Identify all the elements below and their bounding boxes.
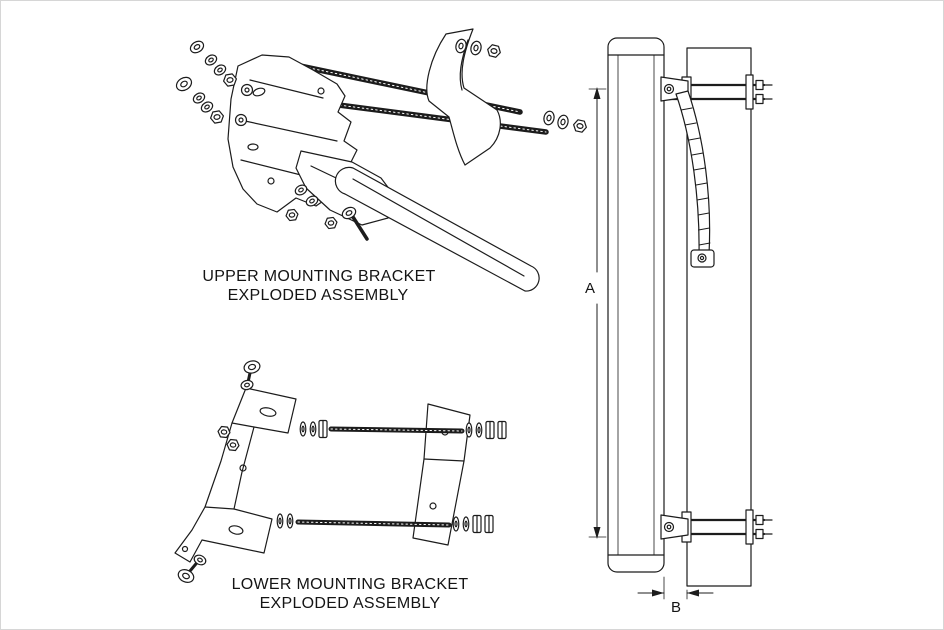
bolt: [339, 204, 369, 241]
lower-assembly-label-line1: LOWER MOUNTING BRACKET: [232, 576, 469, 593]
arrowhead-right-icon: [652, 589, 664, 597]
hex-nut: [284, 208, 300, 222]
dimension-b: B: [637, 576, 714, 616]
arrowhead-up-icon: [593, 87, 601, 99]
threaded-rod: [328, 101, 549, 135]
washer: [202, 52, 220, 68]
bolt: [239, 358, 262, 392]
arrowhead-down-icon: [593, 527, 601, 539]
z-bracket-plate: [174, 387, 297, 563]
hex-nut: [323, 216, 339, 230]
washer: [286, 513, 294, 529]
side-view-drawing: [607, 37, 773, 587]
lower-assembly-label-line2: EXPLODED ASSEMBLY: [260, 595, 441, 612]
upper-assembly-label-line1: UPPER MOUNTING BRACKET: [202, 268, 435, 285]
hex-nut: [497, 420, 507, 440]
hex-nut: [472, 514, 482, 534]
threaded-rod: [328, 426, 465, 434]
washer: [462, 516, 470, 532]
lower-assembly-drawing: [174, 358, 507, 586]
bolt: [175, 552, 208, 586]
washer: [542, 109, 556, 127]
dimension-b-label: B: [671, 599, 681, 616]
bolt-head: [187, 38, 207, 56]
upper-assembly-drawing: [173, 28, 589, 292]
washer: [465, 422, 473, 438]
washer: [276, 513, 284, 529]
washer: [475, 422, 483, 438]
threaded-rod: [295, 519, 452, 528]
washer: [556, 113, 570, 131]
hex-nut: [571, 118, 589, 134]
bolt-head: [173, 74, 195, 94]
hex-nut: [209, 109, 225, 125]
washer: [452, 516, 460, 532]
hex-nut: [484, 514, 494, 534]
washer: [309, 421, 317, 437]
hex-nut: [485, 43, 503, 59]
washer: [299, 421, 307, 437]
lower-pole-clamp: [660, 509, 773, 545]
tilt-adjustment-arm: [675, 90, 715, 268]
hex-nut: [485, 420, 495, 440]
dimension-a: A: [585, 87, 607, 539]
arrowhead-left-icon: [687, 589, 699, 597]
upper-assembly-label-line2: EXPLODED ASSEMBLY: [228, 287, 409, 304]
hex-nut: [318, 419, 328, 439]
antenna-panel: [607, 37, 665, 573]
support-arm-plate: [334, 166, 540, 292]
lower-bracket-plate: [412, 403, 471, 546]
washer: [468, 39, 484, 57]
dimension-a-label: A: [585, 280, 595, 297]
